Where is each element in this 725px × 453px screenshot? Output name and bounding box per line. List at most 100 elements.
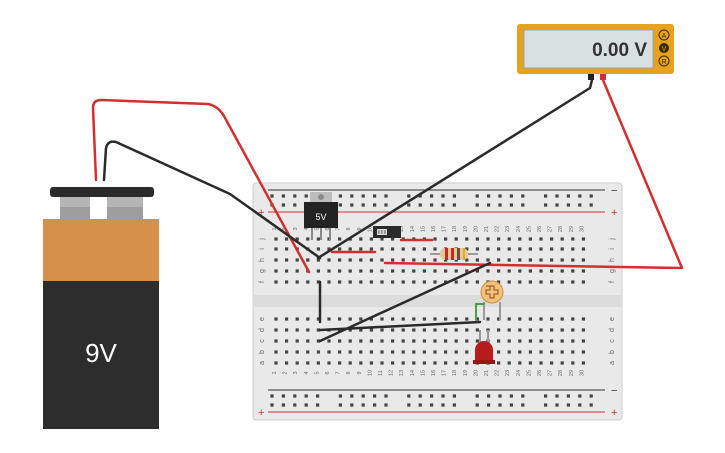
breadboard-hole[interactable] (465, 258, 469, 262)
breadboard-hole[interactable] (528, 247, 532, 251)
breadboard-hole[interactable] (293, 403, 297, 407)
breadboard-hole[interactable] (412, 317, 416, 321)
breadboard-hole[interactable] (391, 237, 395, 241)
breadboard-hole[interactable] (581, 317, 585, 321)
breadboard-hole[interactable] (338, 269, 342, 273)
breadboard-hole[interactable] (285, 317, 289, 321)
breadboard-hole[interactable] (348, 258, 352, 262)
breadboard-hole[interactable] (452, 403, 456, 407)
breadboard-hole[interactable] (316, 403, 320, 407)
breadboard-hole[interactable] (380, 269, 384, 273)
breadboard-hole[interactable] (422, 317, 426, 321)
breadboard-hole[interactable] (380, 237, 384, 241)
breadboard-hole[interactable] (571, 280, 575, 284)
breadboard-hole[interactable] (316, 237, 320, 241)
breadboard-hole[interactable] (498, 394, 502, 398)
breadboard-hole[interactable] (465, 339, 469, 343)
breadboard-hole[interactable] (306, 350, 310, 354)
breadboard-hole[interactable] (539, 237, 543, 241)
breadboard-hole[interactable] (589, 403, 593, 407)
breadboard-hole[interactable] (539, 247, 543, 251)
breadboard-hole[interactable] (555, 203, 559, 207)
breadboard-hole[interactable] (327, 258, 331, 262)
breadboard-hole[interactable] (281, 394, 285, 398)
breadboard-hole[interactable] (521, 403, 525, 407)
breadboard-hole[interactable] (578, 194, 582, 198)
breadboard-hole[interactable] (422, 350, 426, 354)
breadboard-hole[interactable] (539, 258, 543, 262)
breadboard-hole[interactable] (571, 317, 575, 321)
breadboard-hole[interactable] (465, 328, 469, 332)
breadboard-hole[interactable] (373, 194, 377, 198)
breadboard-hole[interactable] (465, 280, 469, 284)
breadboard-hole[interactable] (348, 317, 352, 321)
breadboard-hole[interactable] (550, 237, 554, 241)
breadboard-hole[interactable] (327, 269, 331, 273)
breadboard-hole[interactable] (454, 361, 458, 365)
breadboard-hole[interactable] (274, 361, 278, 365)
breadboard-hole[interactable] (295, 350, 299, 354)
breadboard-hole[interactable] (422, 247, 426, 251)
breadboard-hole[interactable] (380, 247, 384, 251)
breadboard-hole[interactable] (338, 194, 342, 198)
breadboard-hole[interactable] (581, 339, 585, 343)
breadboard-hole[interactable] (441, 194, 445, 198)
breadboard-hole[interactable] (391, 339, 395, 343)
breadboard-hole[interactable] (566, 203, 570, 207)
breadboard-hole[interactable] (571, 350, 575, 354)
breadboard-hole[interactable] (560, 317, 564, 321)
breadboard-hole[interactable] (571, 339, 575, 343)
breadboard-hole[interactable] (507, 269, 511, 273)
breadboard-hole[interactable] (306, 237, 310, 241)
breadboard-hole[interactable] (369, 328, 373, 332)
breadboard-hole[interactable] (327, 280, 331, 284)
breadboard-hole[interactable] (550, 328, 554, 332)
breadboard-hole[interactable] (359, 350, 363, 354)
breadboard-hole[interactable] (316, 350, 320, 354)
breadboard-hole[interactable] (327, 361, 331, 365)
breadboard-hole[interactable] (550, 317, 554, 321)
breadboard-hole[interactable] (369, 237, 373, 241)
breadboard-hole[interactable] (498, 403, 502, 407)
breadboard-hole[interactable] (306, 317, 310, 321)
breadboard-hole[interactable] (528, 317, 532, 321)
breadboard-hole[interactable] (571, 269, 575, 273)
breadboard-hole[interactable] (348, 350, 352, 354)
breadboard-hole[interactable] (285, 350, 289, 354)
breadboard-hole[interactable] (528, 361, 532, 365)
breadboard-hole[interactable] (497, 237, 501, 241)
breadboard-hole[interactable] (369, 258, 373, 262)
breadboard-hole[interactable] (444, 350, 448, 354)
breadboard-hole[interactable] (433, 328, 437, 332)
breadboard-hole[interactable] (412, 361, 416, 365)
breadboard-hole[interactable] (487, 194, 491, 198)
breadboard-hole[interactable] (338, 317, 342, 321)
breadboard-hole[interactable] (497, 339, 501, 343)
breadboard-hole[interactable] (338, 361, 342, 365)
breadboard-hole[interactable] (430, 194, 434, 198)
breadboard-hole[interactable] (327, 350, 331, 354)
breadboard-hole[interactable] (348, 361, 352, 365)
breadboard-hole[interactable] (465, 350, 469, 354)
breadboard-hole[interactable] (560, 247, 564, 251)
breadboard-hole[interactable] (465, 269, 469, 273)
breadboard-hole[interactable] (369, 339, 373, 343)
breadboard-hole[interactable] (550, 350, 554, 354)
breadboard-hole[interactable] (359, 258, 363, 262)
breadboard-hole[interactable] (295, 361, 299, 365)
multimeter-mode-button-volts[interactable] (659, 43, 669, 53)
breadboard-hole[interactable] (544, 403, 548, 407)
breadboard-hole[interactable] (539, 317, 543, 321)
breadboard-hole[interactable] (384, 403, 388, 407)
breadboard-hole[interactable] (373, 403, 377, 407)
breadboard-hole[interactable] (422, 339, 426, 343)
breadboard-hole[interactable] (507, 280, 511, 284)
breadboard-hole[interactable] (507, 350, 511, 354)
wire-jumper-black[interactable] (318, 261, 492, 343)
breadboard-hole[interactable] (444, 328, 448, 332)
breadboard-hole[interactable] (454, 269, 458, 273)
breadboard-hole[interactable] (316, 394, 320, 398)
breadboard-hole[interactable] (350, 194, 354, 198)
breadboard-hole[interactable] (578, 403, 582, 407)
breadboard-hole[interactable] (578, 203, 582, 207)
